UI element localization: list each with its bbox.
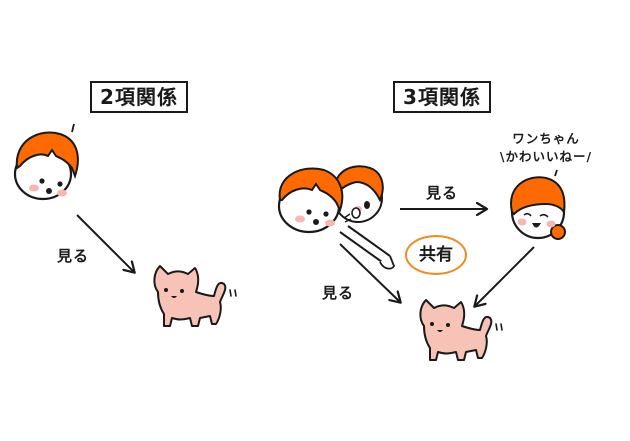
- look-arrow: [339, 243, 400, 302]
- shared-badge: 共有: [405, 235, 467, 275]
- speech-bubble-text: ワンちゃん \かわいいねー/: [490, 130, 602, 166]
- child-face-icon: [13, 123, 79, 201]
- dog-icon: [153, 265, 237, 327]
- look-label: 見る: [322, 284, 355, 302]
- triadic-title: 3項関係: [393, 81, 491, 113]
- speech-line-2: \かわいいねー/: [499, 149, 593, 164]
- speech-line-1: ワンちゃん: [512, 131, 580, 146]
- child-face-icon: [277, 165, 395, 270]
- look-arrow: [475, 246, 535, 306]
- look-label: 見る: [426, 184, 459, 202]
- caregiver-face-icon: [509, 169, 566, 240]
- dyadic-title: 2項関係: [90, 81, 188, 113]
- look-label: 見る: [57, 247, 90, 265]
- look-arrow: [76, 214, 134, 272]
- dog-icon: [419, 299, 503, 361]
